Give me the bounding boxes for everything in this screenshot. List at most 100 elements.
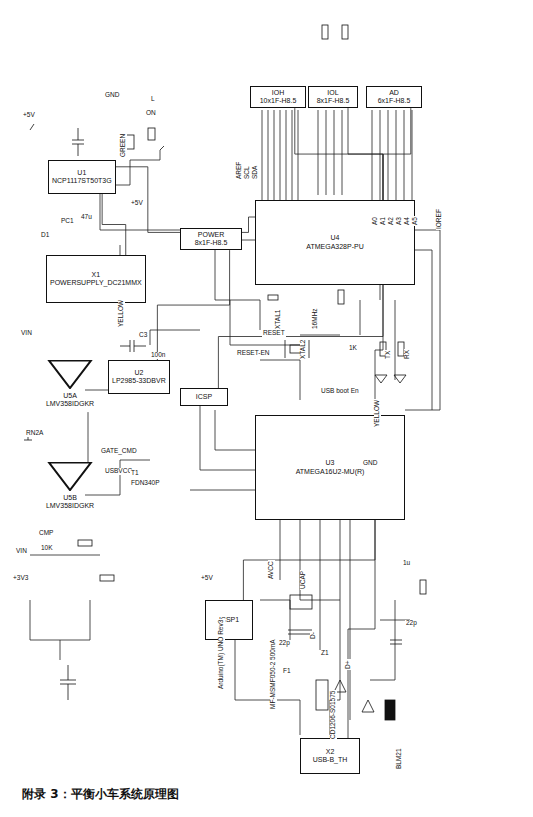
- part-ref: X1: [49, 271, 143, 279]
- wire-connector: [243, 520, 375, 600]
- schematic-label: D1: [40, 232, 50, 239]
- schematic-label: AVCC: [268, 560, 275, 580]
- part-name: 6x1F-H8.5: [369, 97, 419, 105]
- wire-connector: [102, 194, 126, 255]
- part-ref: ICSP1: [208, 616, 250, 624]
- schematic-label: USB boot En: [320, 388, 360, 395]
- part-ref: AD: [369, 89, 419, 97]
- schematic-label: A1: [380, 216, 387, 226]
- schematic-label: GATE_CMD: [100, 448, 138, 455]
- schematic-label: 22p: [278, 640, 291, 647]
- schematic-label: 47u: [80, 214, 93, 221]
- component-box: X1POWERSUPPLY_DC21MMX: [46, 255, 146, 303]
- opamp-outline: [40, 360, 100, 389]
- part-name: LMV358IDGKR: [42, 400, 98, 408]
- schematic-label: GND: [104, 92, 120, 99]
- schematic-label: XTAL1: [275, 309, 282, 330]
- opamp-outline: [40, 462, 100, 491]
- component-box: U3ATMEGA16U2-MU(R): [255, 415, 405, 520]
- part-name: NCP1117ST50T3G: [51, 177, 113, 185]
- wire-connector: [88, 412, 89, 462]
- schematic-label: XTAL2: [300, 339, 307, 360]
- figure-caption: 附录 3：平衡小车系统原理图: [22, 786, 179, 803]
- part-ref: POWER: [183, 231, 239, 239]
- component-box: ICSP: [180, 388, 228, 406]
- component-symbols: [24, 25, 426, 720]
- schematic-label: Arduino(TM) UNO Rev3: [218, 619, 225, 690]
- schematic-label: GREEN: [120, 133, 127, 158]
- part-name: ATMEGA16U2-MU(R): [258, 468, 402, 476]
- schematic-label: VIN: [15, 548, 28, 555]
- schematic-label: +3V3: [12, 575, 29, 582]
- part-name: 10x1F-H8.5: [253, 97, 303, 105]
- schematic-label: A3: [396, 216, 403, 226]
- schematic-label: T1: [130, 470, 140, 477]
- part-ref: X2: [303, 748, 357, 756]
- schematic-label: IOREF: [436, 208, 443, 230]
- part-ref: ICSP: [183, 393, 225, 401]
- part-ref: U5A: [42, 392, 98, 400]
- component-box: IOH10x1F-H8.5: [250, 86, 306, 108]
- schematic-label: 10K: [40, 545, 54, 552]
- schematic-label: 1K: [348, 345, 358, 352]
- wire-connector: [242, 217, 255, 232]
- component-box: IOL8x1F-H8.5: [308, 86, 358, 108]
- component-box: X2USB-B_TH: [300, 738, 360, 774]
- schematic-label: FDN340P: [130, 480, 161, 487]
- schematic-label: RESET-EN: [236, 350, 271, 357]
- part-ref: IOH: [253, 89, 303, 97]
- opamp-symbol: U5ALMV358IDGKR: [40, 360, 100, 412]
- part-ref: U5B: [42, 494, 98, 502]
- schematic-label: +5V: [200, 575, 214, 582]
- schematic-label: 16MHz: [312, 307, 319, 330]
- part-name: LP2985-33DBVR: [111, 377, 167, 385]
- schematic-label: Z1: [320, 650, 330, 657]
- schematic-label: +5V: [130, 200, 144, 207]
- schematic-label: +5V: [22, 112, 36, 119]
- wire-connector: [375, 285, 383, 415]
- schematic-label: MF-MSMF050-2 500mA: [270, 638, 277, 710]
- wire-connector: [295, 108, 383, 200]
- wire-connector: [116, 167, 180, 233]
- wire-group: [30, 110, 440, 735]
- schematic-label: D+: [345, 660, 352, 671]
- component-box: AD6x1F-H8.5: [366, 86, 422, 108]
- schematic-label: BLM21: [396, 747, 403, 770]
- schematic-label: ON: [145, 110, 157, 117]
- schematic-label: 100n: [150, 352, 166, 359]
- schematic-label: A0: [372, 216, 379, 226]
- schematic-label: CD1206-S01575: [330, 690, 337, 740]
- schematic-label: YELLOW: [118, 299, 125, 328]
- opamp-symbol: U5BLMV358IDGKR: [40, 462, 100, 514]
- schematic-label: A4: [404, 216, 411, 226]
- component-box: U1NCP1117ST50T3G: [48, 160, 116, 194]
- component-box: U4ATMEGA328P-PU: [255, 200, 415, 285]
- schematic-label: YELLOW: [374, 399, 381, 428]
- schematic-label: C3: [138, 332, 148, 339]
- wire-connector: [348, 520, 375, 738]
- part-name: USB-B_TH: [303, 756, 357, 764]
- component-box: ICSP1: [205, 600, 253, 640]
- part-ref: U4: [258, 234, 412, 242]
- part-ref: U1: [51, 169, 113, 177]
- part-name: 8x1F-H8.5: [311, 97, 355, 105]
- schematic-label: RN2A: [25, 430, 44, 437]
- schematic-label: D-: [310, 631, 317, 640]
- schematic-label: CMP: [38, 530, 54, 537]
- part-name: LMV358IDGKR: [42, 502, 98, 510]
- schematic-label: RX: [404, 349, 411, 360]
- schematic-label: TX: [385, 350, 392, 360]
- wire-connector: [348, 108, 383, 200]
- schematic-label: A5: [412, 216, 419, 226]
- part-name: POWERSUPPLY_DC21MMX: [49, 279, 143, 287]
- part-name: ATMEGA328P-PU: [258, 243, 412, 251]
- schematic-label: AREF: [236, 161, 243, 180]
- schematic-label: PC1: [60, 218, 75, 225]
- schematic-label: L: [150, 96, 156, 103]
- component-box: POWER8x1F-H8.5: [180, 228, 242, 250]
- wire-connector: [218, 285, 383, 388]
- schematic-label: SDA: [252, 165, 259, 180]
- schematic-label: A2: [388, 216, 395, 226]
